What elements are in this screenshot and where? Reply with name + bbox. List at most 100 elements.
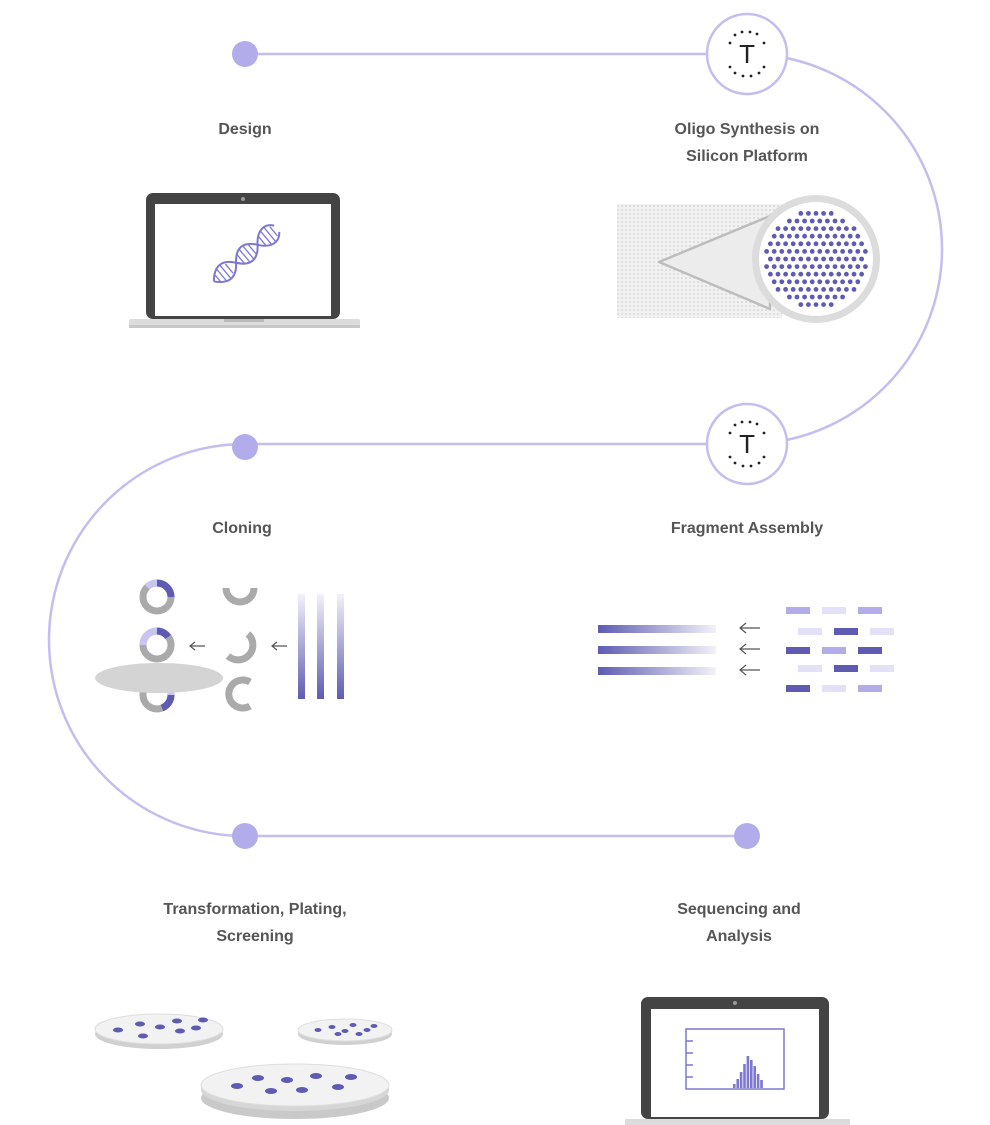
step-label-fragment-assembly: Fragment Assembly <box>597 515 897 542</box>
oligo-spot <box>783 287 788 292</box>
oligo-spot <box>809 218 815 224</box>
oligo-spot <box>828 241 834 247</box>
oligo-spot <box>821 241 826 247</box>
oligo-spot <box>851 271 857 277</box>
oligo-spot <box>787 264 792 269</box>
oligo-spot <box>832 294 838 300</box>
oligo-spot <box>813 271 819 277</box>
oligo-spot <box>794 279 800 285</box>
oligo-spot <box>859 271 864 277</box>
oligo-spot <box>806 211 811 216</box>
oligo-spot <box>825 249 830 254</box>
oligo-spot <box>832 233 838 239</box>
histogram-bar <box>733 1084 736 1088</box>
oligo-spot <box>783 241 788 247</box>
step-label-design: Design <box>95 116 395 143</box>
oligo-spot <box>840 218 845 224</box>
step-label-line: Screening <box>216 928 294 945</box>
oligo-spot <box>798 302 804 307</box>
oligo-spot <box>840 233 845 239</box>
step-label-line: Fragment Assembly <box>670 520 824 537</box>
oligo-spot <box>787 294 792 300</box>
oligo-spot <box>836 241 842 247</box>
oligo-spot <box>813 256 819 262</box>
oligo-spot <box>855 249 861 254</box>
oligo-spot <box>771 233 777 239</box>
oligo-spot <box>790 271 796 277</box>
oligo-spot <box>813 287 819 292</box>
oligo-spot <box>790 226 796 232</box>
oligo-spot <box>828 211 834 216</box>
step-label-line: Analysis <box>706 928 772 945</box>
step-label-line: Design <box>218 121 272 138</box>
oligo-spot <box>794 294 800 300</box>
oligo-spot <box>802 233 807 239</box>
milestone-dot-cloning <box>232 434 258 460</box>
oligo-spot <box>809 249 815 254</box>
oligo-spot <box>809 294 815 300</box>
oligo-spot <box>806 226 811 232</box>
oligo-spot <box>787 249 792 254</box>
oligo-spot <box>783 271 788 277</box>
oligo-spot <box>844 256 849 262</box>
silicon-chip-icon <box>617 195 880 323</box>
oligo-spot <box>802 249 807 254</box>
oligo-spot <box>798 256 804 262</box>
oligo-spot <box>768 271 773 277</box>
oligo-spot <box>836 271 842 277</box>
histogram-bar <box>736 1079 739 1088</box>
oligo-spot <box>851 287 857 292</box>
oligo-spot <box>775 271 781 277</box>
oligo-spot <box>859 256 864 262</box>
oligo-spot <box>787 218 792 224</box>
logo-letter: T <box>739 429 755 459</box>
oligo-spot <box>859 241 864 247</box>
oligo-spot <box>790 256 796 262</box>
oligo-spot <box>779 233 785 239</box>
oligo-spot <box>851 256 857 262</box>
step-label-line: Sequencing and <box>677 901 801 918</box>
oligo-spot <box>798 226 804 232</box>
oligo-spot <box>836 287 842 292</box>
oligo-spot <box>863 249 868 254</box>
oligo-spot <box>817 218 823 224</box>
histogram-bar <box>750 1060 753 1088</box>
oligo-spot <box>764 264 769 269</box>
oligo-spot <box>775 226 781 232</box>
oligo-spot <box>813 211 819 216</box>
oligo-spot <box>821 211 826 216</box>
oligo-spot <box>847 233 853 239</box>
oligo-spot <box>825 218 830 224</box>
histogram-bar <box>756 1074 760 1088</box>
oligo-spot <box>821 287 826 292</box>
twist-logo-icon: T <box>705 402 789 486</box>
step-label-oligo-synthesis: Oligo Synthesis on Silicon Platform <box>597 116 897 170</box>
oligo-spot <box>802 294 807 300</box>
oligo-spot <box>828 256 834 262</box>
oligo-spot <box>840 249 845 254</box>
oligo-spot <box>779 279 785 285</box>
oligo-spot <box>828 271 834 277</box>
oligo-spot <box>836 256 842 262</box>
oligo-spot <box>828 226 834 232</box>
oligo-spot <box>768 256 773 262</box>
oligo-spot <box>806 302 811 307</box>
oligo-spot <box>832 218 838 224</box>
oligo-spot <box>847 264 853 269</box>
oligo-spot <box>821 302 826 307</box>
oligo-spot <box>836 226 842 232</box>
oligo-spot <box>832 264 838 269</box>
oligo-spot <box>825 233 830 239</box>
milestone-dot-design <box>232 41 258 67</box>
oligo-spot <box>821 271 826 277</box>
oligo-spot <box>775 256 781 262</box>
oligo-spot <box>768 241 773 247</box>
oligo-spot <box>806 241 811 247</box>
oligo-spot <box>794 218 800 224</box>
oligo-spot <box>855 233 861 239</box>
oligo-spot <box>825 279 830 285</box>
oligo-spot <box>802 218 807 224</box>
milestone-dot-sequencing <box>734 823 760 849</box>
oligo-spot <box>802 264 807 269</box>
